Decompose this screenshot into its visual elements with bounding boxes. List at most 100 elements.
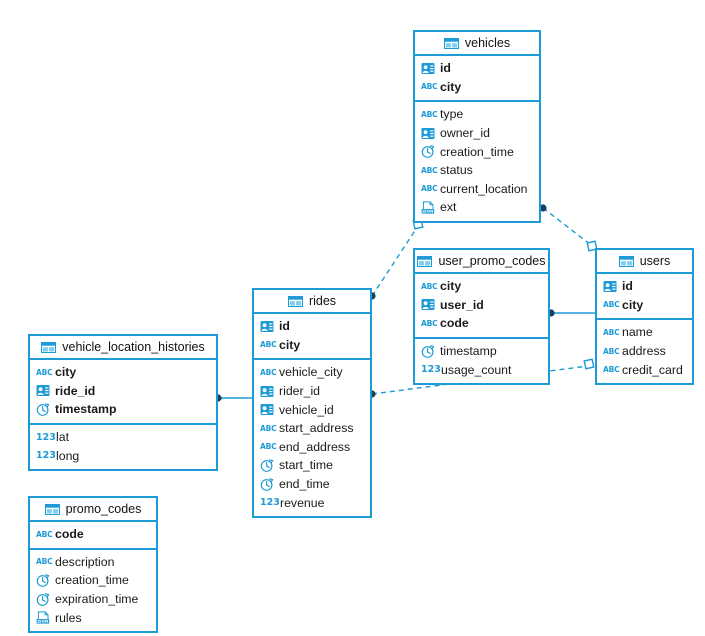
column-name: city [440,279,462,294]
clock-timestamp-icon [421,145,435,159]
abc-string-icon: ABC [421,82,438,92]
column-row[interactable]: expiration_time [30,590,156,609]
rel-upc-users [547,309,595,317]
table-grid-icon [287,295,303,307]
column-row[interactable]: rider_id [254,382,370,401]
column-name: current_location [440,181,528,196]
table-header-promo_codes[interactable]: promo_codes [30,498,156,522]
table-title: vehicles [464,36,511,50]
abc-string-icon: ABC [36,367,53,377]
clock-timestamp-icon [260,459,274,472]
column-row[interactable]: timestamp [30,400,216,419]
clock-timestamp-icon [421,344,435,358]
column-row[interactable]: ride_id [30,382,216,401]
table-title: promo_codes [65,502,142,516]
column-row[interactable]: owner_id [415,124,539,143]
key-id-icon [603,280,617,292]
column-row[interactable]: timestamp [415,342,548,361]
column-name: code [440,316,469,331]
table-title: user_promo_codes [438,254,546,268]
column-name: long [56,448,80,463]
column-name: expiration_time [55,592,139,607]
rel-vehicles-users [539,204,598,252]
abc-string-icon: ABC [603,365,620,375]
column-name: description [55,554,115,569]
column-name: type [440,107,464,122]
abc-string-icon: ABC [603,327,620,337]
table-header-rides[interactable]: rides [254,290,370,314]
column-row[interactable]: creation_time [415,142,539,161]
column-name: end_time [279,477,330,492]
column-name: user_id [440,297,484,312]
column-name: name [622,325,653,340]
column-row[interactable]: user_id [415,296,548,315]
abc-string-icon: ABC [260,442,277,452]
column-row[interactable]: id [597,277,692,296]
column-name: lat [56,430,69,445]
table-header-vehicles[interactable]: vehicles [415,32,539,56]
column-name: vehicle_id [279,402,334,417]
column-name: id [440,61,451,76]
column-name: end_address [279,439,351,454]
table-header-vehicle_location_histories[interactable]: vehicle_location_histories [30,336,216,360]
rel-vlh-rides [214,394,252,402]
key-id-icon [36,385,50,397]
key-id-icon [260,320,274,332]
column-name: start_address [279,421,354,436]
abc-string-icon: ABC [421,165,438,175]
key-id-icon [421,62,435,74]
column-row[interactable]: creation_time [30,571,156,590]
column-row[interactable]: vehicle_id [254,400,370,419]
column-name: revenue [280,495,325,510]
abc-string-icon: ABC [36,557,53,567]
column-name: city [279,337,301,352]
abc-string-icon: ABC [36,529,53,539]
123-number-icon: 123 [260,497,280,509]
column-row[interactable]: start_time [254,456,370,475]
column-name: timestamp [440,344,497,359]
column-row[interactable]: id [254,317,370,336]
table-grid-icon [443,37,459,49]
column-row[interactable]: id [415,59,539,78]
abc-string-icon: ABC [421,109,438,119]
column-row[interactable]: end_time [254,475,370,494]
json-icon: JSON [36,611,50,624]
column-name: ride_id [55,383,96,398]
table-header-user_promo_codes[interactable]: user_promo_codes [415,250,548,274]
relationship-square-marker [583,358,595,370]
table-header-users[interactable]: users [597,250,692,274]
json-icon: JSON [421,201,435,214]
